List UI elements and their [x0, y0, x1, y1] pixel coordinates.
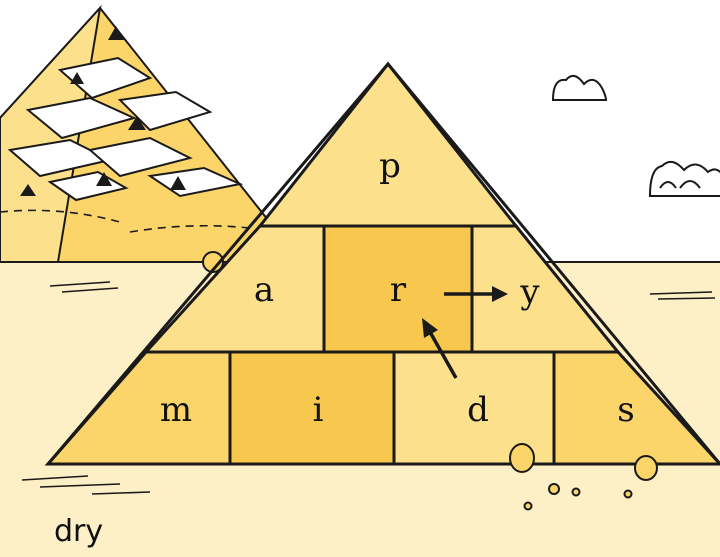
letter-top: p — [379, 146, 401, 186]
block-top — [256, 61, 520, 228]
arrow-d-to-r — [422, 318, 458, 379]
answer-word: dry — [54, 514, 104, 549]
cloud-small — [551, 74, 608, 101]
letter-middle-2: r — [390, 270, 407, 310]
block-s — [552, 350, 720, 466]
arrow-r-to-y — [444, 286, 508, 302]
background-pyramid — [0, 4, 270, 273]
letter-bottom-4: s — [617, 390, 634, 430]
sand-streaks — [21, 281, 716, 495]
letter-middle-1: a — [254, 270, 274, 310]
letter-bottom-2: i — [313, 390, 324, 430]
letter-bottom-1: m — [160, 390, 192, 430]
letter-pyramid: p a r y m i d s — [44, 61, 720, 466]
letter-bottom-3: d — [467, 390, 489, 430]
block-i — [228, 350, 396, 466]
cloud-large — [648, 160, 720, 197]
pebbles — [509, 443, 658, 511]
block-r — [322, 224, 474, 354]
letter-middle-3: y — [519, 272, 540, 312]
